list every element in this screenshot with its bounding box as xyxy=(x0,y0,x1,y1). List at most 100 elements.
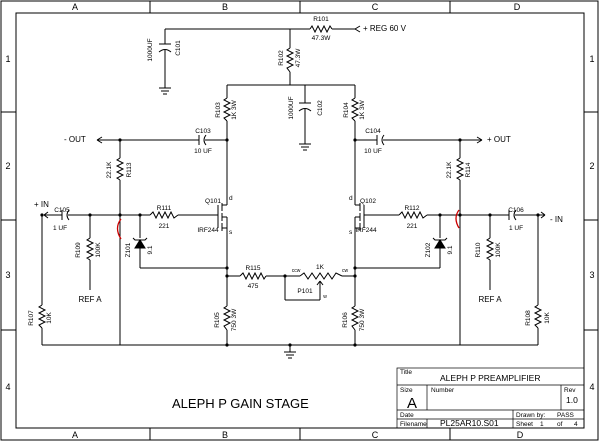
filename-value: PL25AR10.S01 xyxy=(440,418,499,428)
junction-dot xyxy=(138,213,142,217)
r115-resistor xyxy=(239,271,267,281)
c102-value: 1000UF xyxy=(288,96,295,119)
output-wiring xyxy=(97,121,482,215)
c105-value: 1 UF xyxy=(53,225,67,232)
r106-resistor xyxy=(350,305,360,331)
r102-value: 47.3W xyxy=(295,48,302,68)
r114-value: 22.1K xyxy=(446,161,453,179)
r114-resistor xyxy=(455,157,465,181)
r102-ref: R102 xyxy=(278,50,285,66)
r101-ref: R101 xyxy=(313,16,329,23)
r106-value: 750 3W xyxy=(359,308,366,331)
z102-value: 9.1 xyxy=(447,245,454,254)
row-label-4-right: 4 xyxy=(589,382,594,392)
junction-dot xyxy=(118,213,122,217)
source-wiring xyxy=(226,275,356,345)
junction-dot xyxy=(488,213,492,217)
minus-out-arrow-icon xyxy=(96,136,103,144)
r103-ref: R103 xyxy=(215,102,222,118)
c101-ref: C101 xyxy=(175,40,182,56)
p101-value: 1K xyxy=(316,264,325,271)
rev-value: 1.0 xyxy=(566,395,578,405)
col-label-c-top: C xyxy=(372,2,379,12)
p101-pin-cw: cw xyxy=(342,268,349,274)
q101-pin-d: d xyxy=(229,195,233,202)
r112-resistor xyxy=(398,210,428,220)
r109-ref: R109 xyxy=(75,242,82,258)
c104-plate-curve xyxy=(381,134,385,146)
r109-resistor xyxy=(85,237,95,261)
date-label: Date xyxy=(400,412,414,419)
r105-ref: R105 xyxy=(214,312,221,328)
r108-resistor xyxy=(533,304,543,329)
row-label-1-left: 1 xyxy=(5,54,10,64)
plus-in-arrow-icon xyxy=(43,211,49,219)
size-label: Size xyxy=(400,387,413,394)
col-label-b-top: B xyxy=(222,2,228,12)
c103-value: 10 UF xyxy=(194,148,212,155)
filename-label: Filename xyxy=(400,421,427,428)
junction-dot xyxy=(353,274,357,278)
r101-resistor xyxy=(309,24,333,34)
col-label-d-top: D xyxy=(514,2,521,12)
q101-pin-s: s xyxy=(229,229,233,236)
q102-value: IRF244 xyxy=(355,227,377,234)
number-label: Number xyxy=(431,387,455,394)
c106-plate-curve xyxy=(513,209,517,221)
c104-ref: C104 xyxy=(365,128,381,135)
r102-resistor xyxy=(285,47,295,73)
main-ground-icon xyxy=(284,351,296,359)
highlight-arc-right xyxy=(455,209,460,229)
r107-ref: R107 xyxy=(28,310,35,326)
p101-pin-ccw: ccw xyxy=(292,268,301,274)
r112-ref: R112 xyxy=(404,205,419,212)
drawn-by-value: PASS xyxy=(557,412,575,419)
c103-plate-curve xyxy=(203,134,207,146)
c101-ground-icon xyxy=(159,87,171,95)
p101-wiper-arrow-icon xyxy=(316,280,324,292)
minus-out-label: - OUT xyxy=(64,135,86,144)
c101-plate-bottom xyxy=(158,49,172,53)
junction-dot xyxy=(353,138,357,142)
r111-ref: R111 xyxy=(157,205,172,212)
q102-mosfet xyxy=(354,203,365,300)
q102-pin-d: d xyxy=(349,195,353,202)
plus-out-label: + OUT xyxy=(487,135,511,144)
r107-resistor xyxy=(37,304,47,329)
size-value: A xyxy=(407,395,417,412)
row-label-3-right: 3 xyxy=(589,270,594,280)
junction-dot xyxy=(438,213,442,217)
row-label-3-left: 3 xyxy=(5,270,10,280)
r113-resistor xyxy=(115,157,125,181)
z102-zener-icon xyxy=(432,237,448,249)
p101-pin-w: w xyxy=(323,294,327,300)
drawn-by-label: Drawn by: xyxy=(516,412,545,419)
col-label-a-bottom: A xyxy=(72,430,78,440)
p101-ref: P101 xyxy=(297,288,313,295)
r101-value: 47.3W xyxy=(312,35,332,42)
r109-value: 100K xyxy=(95,242,102,258)
c105-plate-curve xyxy=(66,209,70,221)
of-value: 4 xyxy=(574,421,578,428)
junction-dot xyxy=(225,274,229,278)
input-wiring xyxy=(41,214,545,352)
q101-ref: Q101 xyxy=(205,198,221,205)
q102-pin-s: s xyxy=(349,229,353,236)
r104-value: 1K 3W xyxy=(359,99,366,119)
junction-dot xyxy=(225,266,229,270)
sheet-value: 1 xyxy=(540,421,544,428)
c105-ref: C105 xyxy=(54,207,70,214)
junction-dot xyxy=(88,213,92,217)
col-label-a-top: A xyxy=(72,2,78,12)
supply-label: + REG 60 V xyxy=(363,24,407,33)
junction-dot xyxy=(40,213,44,217)
c106-value: 1 UF xyxy=(509,225,523,232)
col-label-b-bottom: B xyxy=(222,430,228,440)
row-label-1-right: 1 xyxy=(589,54,594,64)
c103-ref: C103 xyxy=(195,128,211,135)
c106-ref: C106 xyxy=(508,207,524,214)
junction-dot xyxy=(283,274,287,278)
r108-value: 10K xyxy=(544,312,551,324)
r115-value: 475 xyxy=(248,283,259,290)
